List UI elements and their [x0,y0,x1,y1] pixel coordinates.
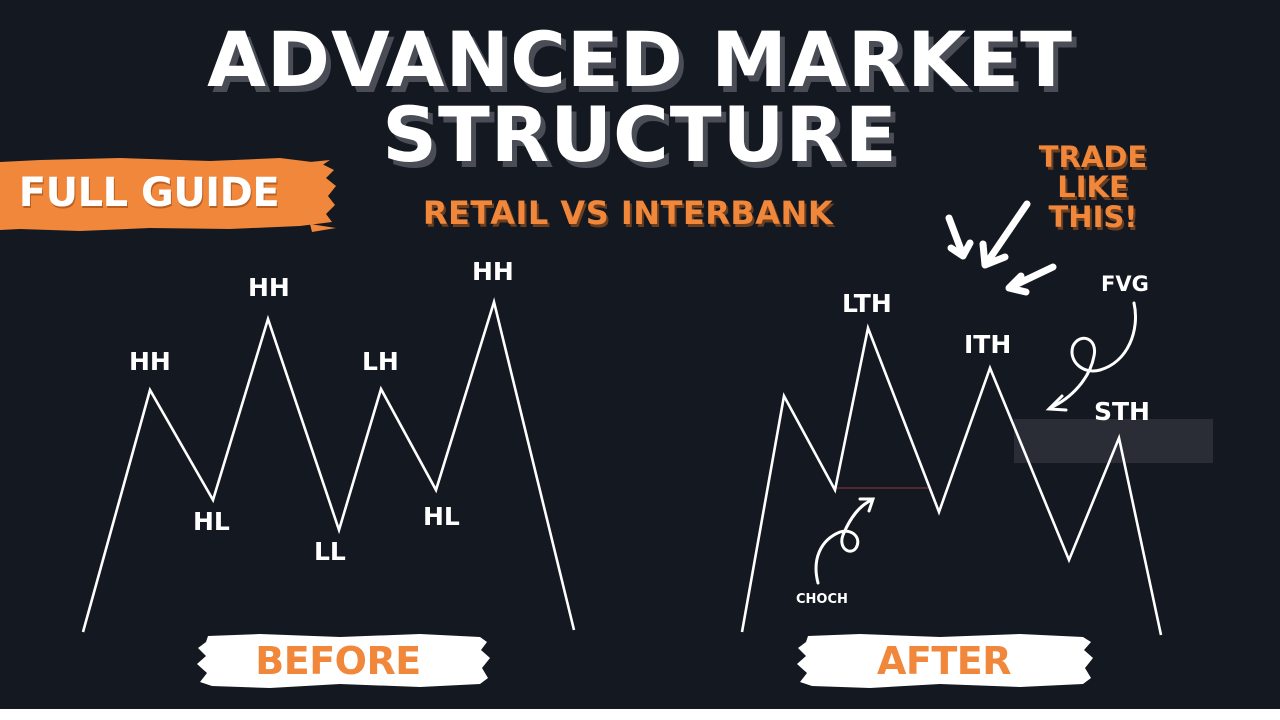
fvg-label: FVG [1101,272,1149,296]
before-white-brush [197,634,490,688]
arrow-icons [945,200,1057,296]
point-label-hh-1: HH [129,347,171,376]
title-line-1: ADVANCED MARKET [207,15,1073,104]
after-white-brush [797,634,1093,688]
after-label: AFTER [876,639,1012,683]
subtitle: RETAIL VS INTERBANK [422,194,834,232]
callout-line-1: TRADE [1038,140,1148,174]
title-line-2: STRUCTURE [382,90,898,179]
point-label-ith: ITH [964,330,1012,359]
after-price-line [740,323,1163,636]
before-label: BEFORE [255,639,421,683]
fvg-zone-box [1014,419,1213,463]
point-label-ll: LL [314,537,346,566]
point-label-hl-2: HL [423,502,460,531]
point-label-hh-3: HH [472,257,514,286]
callout-line-3: THIS! [1048,200,1138,234]
point-label-lh: LH [362,347,399,376]
choch-label: CHOCH [796,592,848,607]
fvg-curly-arrow-icon [1045,301,1137,412]
point-label-hh-2: HH [248,273,290,302]
callout-line-2: LIKE [1057,170,1129,204]
choch-curly-arrow-icon [814,497,876,585]
point-label-sth: STH [1094,397,1150,426]
arrow-2-icon [982,200,1031,268]
point-label-lth: LTH [842,289,892,318]
arrow-1-icon [945,214,967,259]
point-label-hl-1: HL [193,507,230,536]
before-price-line [81,297,576,633]
full-guide-label: FULL GUIDE [18,170,280,216]
